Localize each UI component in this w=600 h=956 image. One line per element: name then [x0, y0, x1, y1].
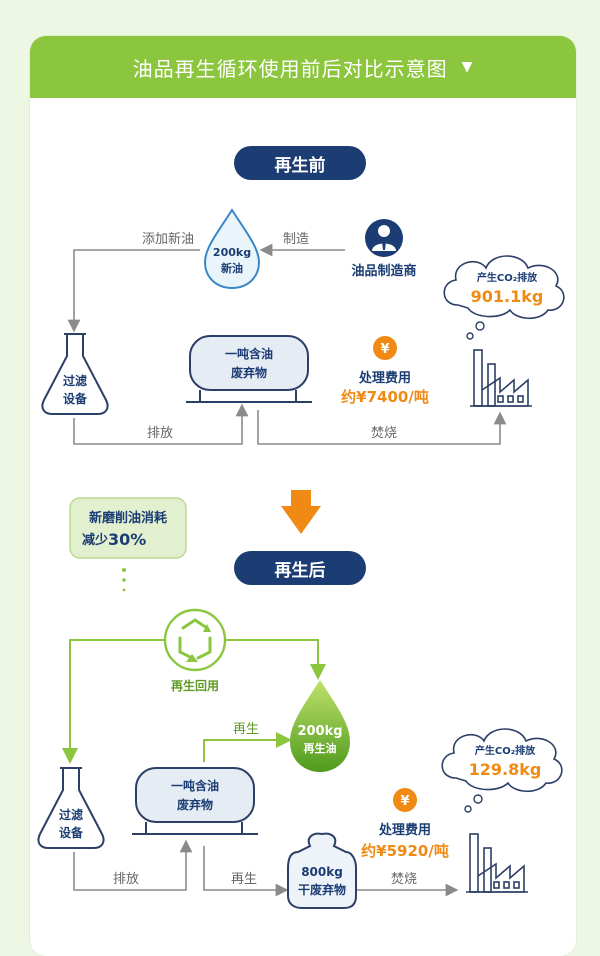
before-burn-arrow [257, 410, 507, 445]
before-discharge-arrow [73, 403, 249, 445]
recycle-back-arrow [62, 639, 164, 764]
dry-waste-bag: 800kg 干废弃物 [287, 832, 357, 909]
svg-text:产生CO₂排放: 产生CO₂排放 [475, 744, 536, 757]
card-title: 油品再生循环使用前后对比示意图 [132, 56, 448, 81]
before-waste-tank: 一吨含油 废弃物 [186, 335, 312, 403]
after-connectors [62, 639, 459, 897]
svg-text:减少: 减少 [82, 532, 108, 548]
svg-text:过滤: 过滤 [63, 373, 87, 388]
after-fee-block: ¥ 处理费用 约¥5920/吨 [361, 788, 449, 860]
consumption-callout: 新磨削油消耗 减少 30% [69, 497, 187, 592]
add-oil-arrow [67, 249, 200, 333]
before-connectors [67, 243, 507, 445]
after-burn-label: 焚烧 [391, 872, 417, 887]
before-section-pill: 再生前 [234, 146, 366, 180]
regen-oil-arrow [203, 732, 292, 762]
svg-text:约¥7400/吨: 约¥7400/吨 [341, 388, 429, 406]
svg-text:200kg: 200kg [297, 724, 342, 739]
svg-text:一吨含油: 一吨含油 [171, 778, 219, 793]
after-regen-label: 再生 [231, 872, 257, 887]
svg-text:处理费用: 处理费用 [378, 822, 431, 838]
svg-text:设备: 设备 [63, 391, 88, 406]
svg-text:约¥5920/吨: 约¥5920/吨 [361, 842, 449, 860]
svg-text:废弃物: 废弃物 [231, 365, 267, 380]
after-discharge-arrow [73, 839, 193, 891]
after-discharge-label: 排放 [113, 872, 139, 887]
triangle-down-icon[interactable]: ▼ [461, 59, 474, 75]
svg-text:200kg: 200kg [213, 246, 251, 259]
regen-oil-drop: 200kg 再生油 [290, 680, 350, 772]
after-section-pill: 再生后 [234, 551, 366, 585]
yen-icon: ¥ [400, 794, 409, 809]
before-burn-label: 焚烧 [371, 426, 397, 441]
manufacturer-label: 油品制造商 [351, 263, 416, 279]
svg-text:干废弃物: 干废弃物 [298, 882, 346, 897]
recycle-forward-arrow [226, 639, 326, 680]
manufacture-label: 制造 [283, 232, 309, 247]
add-oil-label: 添加新油 [142, 231, 194, 247]
recycle-icon [163, 608, 227, 672]
svg-text:129.8kg: 129.8kg [469, 760, 542, 779]
regen-label: 再生 [233, 722, 259, 737]
svg-text:一吨含油: 一吨含油 [225, 346, 273, 361]
svg-text:处理费用: 处理费用 [358, 370, 411, 386]
svg-text:过滤: 过滤 [59, 807, 83, 822]
before-fee-block: ¥ 处理费用 约¥7400/吨 [341, 336, 429, 406]
svg-text:901.1kg: 901.1kg [471, 287, 544, 306]
svg-text:设备: 设备 [59, 825, 84, 840]
before-co2-cloud: 产生CO₂排放 901.1kg [443, 255, 565, 340]
after-factory-icon [466, 833, 528, 893]
after-co2-cloud: 产生CO₂排放 129.8kg [441, 728, 563, 813]
before-discharge-label: 排放 [147, 426, 173, 441]
after-waste-tank: 一吨含油 废弃物 [132, 767, 258, 835]
svg-text:产生CO₂排放: 产生CO₂排放 [477, 271, 538, 284]
svg-text:新磨削油消耗: 新磨削油消耗 [89, 510, 167, 526]
before-filter-flask: 过滤 设备 [41, 333, 109, 415]
comparison-card: 油品再生循环使用前后对比示意图 ▼ [30, 36, 576, 956]
before-factory-icon [470, 349, 532, 407]
svg-text:30%: 30% [108, 530, 146, 549]
card-header[interactable]: 油品再生循环使用前后对比示意图 ▼ [30, 36, 576, 98]
after-section-title: 再生后 [274, 560, 326, 581]
svg-text:800kg: 800kg [301, 865, 343, 879]
svg-text:新油: 新油 [221, 261, 243, 275]
manufacturer-icon [365, 219, 403, 257]
recycle-label: 再生回用 [171, 678, 219, 693]
after-regen-arrow [203, 846, 289, 897]
after-filter-flask: 过滤 设备 [37, 767, 105, 849]
svg-text:再生油: 再生油 [304, 741, 337, 755]
before-section-title: 再生前 [274, 155, 326, 176]
svg-text:废弃物: 废弃物 [177, 797, 213, 812]
down-arrow-icon [281, 490, 321, 534]
yen-icon: ¥ [380, 342, 389, 357]
new-oil-drop: 200kg 新油 [203, 208, 261, 290]
